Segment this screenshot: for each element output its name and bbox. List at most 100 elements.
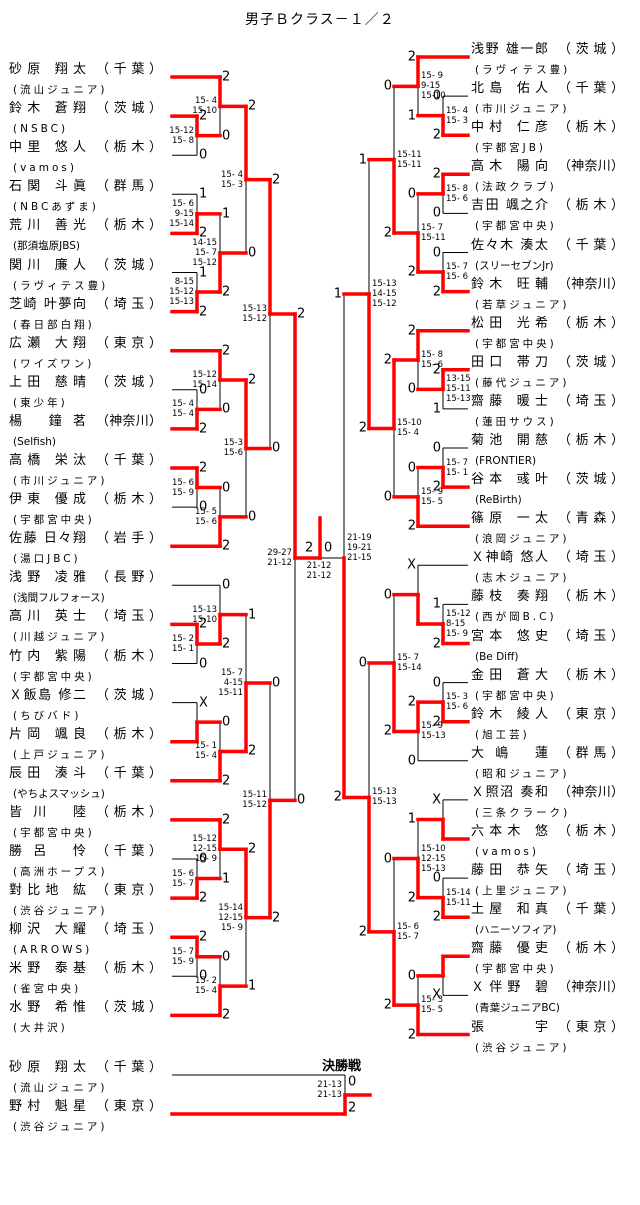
player-prefecture: （栃木） xyxy=(558,315,624,331)
match-score: 2 xyxy=(199,929,208,945)
player-prefecture: （栃木） xyxy=(96,492,162,508)
game-score: 15- 2 xyxy=(172,633,194,644)
game-score: 15-14 xyxy=(446,887,471,898)
player-entry: 荒川 善光（栃木）(那須塩原JBS) xyxy=(9,217,169,253)
page-title: 男子Ｂクラス－１／２ xyxy=(245,12,395,28)
game-score: 15-13 xyxy=(372,787,397,798)
player-name: 浅野 雄一郎 xyxy=(471,42,548,57)
match-score: 2 xyxy=(297,306,306,322)
player-name: 水野 希惟 xyxy=(9,1000,86,1016)
player-club: (東少年) xyxy=(13,396,68,409)
match-score: 2 xyxy=(432,636,441,651)
player-club: (浅間フルフォース) xyxy=(13,592,105,605)
player-prefecture: （埼玉） xyxy=(558,393,624,409)
player-prefecture: （栃木） xyxy=(96,218,162,234)
game-score: 21-12 xyxy=(267,558,292,568)
player-name: 勝呂 怜 xyxy=(9,844,86,859)
player-club: (旭工芸) xyxy=(475,728,530,741)
player-club: (ARROWS) xyxy=(13,944,93,957)
player-entry: 砂原 翔太（千葉）(流山ジュニア) xyxy=(9,61,169,97)
player-club: (高洲ホープス) xyxy=(13,866,108,878)
player-entry: 関川 廉人（茨城）(ラヴィテス豊) xyxy=(9,257,169,293)
player-name: 野村 魁星 xyxy=(9,1099,86,1114)
player-club: (志木ジュニア) xyxy=(475,572,570,585)
game-score: 15- 1 xyxy=(195,741,217,752)
match-score: 2 xyxy=(383,723,392,739)
match-score: X xyxy=(432,987,441,1003)
match-score: 1 xyxy=(199,265,208,280)
game-score: 12-15 xyxy=(218,912,243,923)
player-entry: 菊池 開慈（栃木）(FRONTIER) xyxy=(471,432,631,468)
player-name: 佐藤 日々翔 xyxy=(9,531,86,547)
player-club: (FRONTIER) xyxy=(475,455,537,467)
game-score: 15-12 xyxy=(169,287,194,298)
match-score: 0 xyxy=(432,870,441,886)
match-score: 2 xyxy=(222,812,231,828)
match-score: 1 xyxy=(333,286,342,302)
player-club: (昭和ジュニア) xyxy=(475,767,570,780)
player-name: 對比地 紘 xyxy=(9,883,86,899)
player-prefecture: （栃木） xyxy=(558,941,624,957)
player-club: (上戸ジュニア) xyxy=(13,748,108,761)
player-name: 佐々木 湊太 xyxy=(471,237,548,253)
game-score: 15- 3 xyxy=(446,115,468,126)
game-score: 15-11 xyxy=(421,232,446,243)
player-prefecture: （栃木） xyxy=(558,589,624,605)
game-score: 15- 6 xyxy=(446,702,468,713)
player-name: 片岡 颯良 xyxy=(9,726,86,742)
match-score: 0 xyxy=(432,205,441,221)
game-score: 15-12 xyxy=(192,834,217,845)
game-score: 15- 6 xyxy=(195,516,217,527)
match-score: 2 xyxy=(199,421,208,437)
game-score: 15- 4 xyxy=(195,96,217,107)
player-prefecture: （栃木） xyxy=(96,961,162,977)
game-score: 15- 1 xyxy=(172,643,194,654)
player-prefecture: （東京） xyxy=(96,335,162,351)
game-score: 15- 6 xyxy=(172,868,194,879)
player-club: (宇都宮JB) xyxy=(475,142,546,155)
match-score: 0 xyxy=(222,714,231,730)
player-club: (流山ジュニア) xyxy=(13,1082,108,1094)
match-score: 0 xyxy=(383,851,392,867)
player-club: (春日部白翔) xyxy=(13,318,95,331)
player-prefecture: （栃木） xyxy=(96,648,162,664)
player-name: 鈴木 旺輔 xyxy=(471,276,548,292)
game-score: 14-15 xyxy=(192,237,217,248)
player-club: (宇都宮中央) xyxy=(13,670,95,683)
player-entry: 水野 希惟（茨城）(大井沢) xyxy=(9,999,169,1035)
player-name: 米野 泰基 xyxy=(9,961,86,977)
player-name: 浅野 凌雅 xyxy=(9,570,86,586)
game-score: 15-11 xyxy=(446,897,471,908)
game-score: 15- 4 xyxy=(172,399,194,410)
player-club: (市川ジュニア) xyxy=(475,103,570,116)
player-name: 石関 斗眞 xyxy=(9,179,86,195)
player-entry: 藤枝 奏翔（栃木）(西が岡B.C) xyxy=(471,588,631,624)
game-score: 15- 6 xyxy=(446,272,468,283)
match-score: 0 xyxy=(407,381,416,397)
game-score: 15-10 xyxy=(397,418,422,429)
player-name: 高橋 栄汰 xyxy=(9,453,86,468)
player-club: (NSBC) xyxy=(13,123,69,136)
match-score: 2 xyxy=(383,352,392,368)
player-club: (湯口JBC) xyxy=(13,553,81,566)
player-prefecture: （千葉） xyxy=(558,237,624,253)
match-score: 2 xyxy=(222,284,231,300)
game-score: 15-14 xyxy=(169,218,194,229)
match-score: 2 xyxy=(222,636,231,652)
match-score: 2 xyxy=(199,616,208,632)
